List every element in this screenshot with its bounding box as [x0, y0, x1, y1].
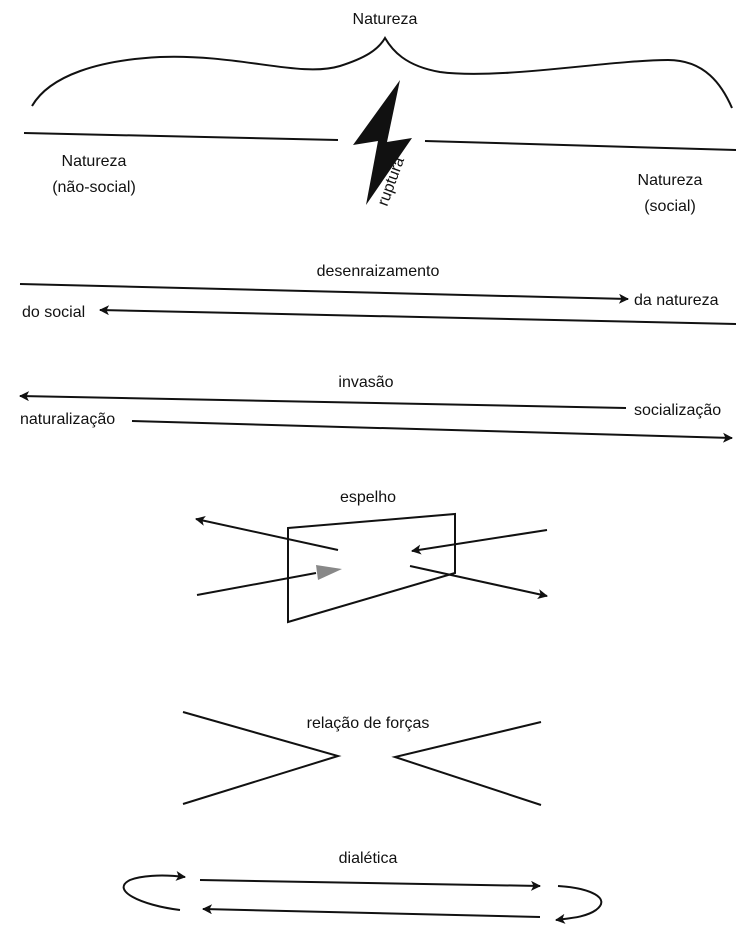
section-ruptura: Natureza ruptura Natureza (não-social) N…	[23, 11, 736, 215]
label-natureza-nao-social-2: (não-social)	[52, 179, 136, 196]
section-desenraizamento: desenraizamento do social da natureza	[19, 263, 736, 325]
section-espelho: espelho	[195, 489, 548, 624]
label-natureza-social-1: Natureza	[638, 172, 703, 189]
label-naturalizacao: naturalização	[20, 411, 115, 428]
label-natureza-social-2: (social)	[644, 198, 696, 215]
arrow-to-right-naturalizacao	[131, 420, 733, 443]
label-relacao-de-forcas: relação de forças	[307, 715, 430, 732]
label-invasao: invasão	[338, 374, 393, 391]
arrow-outgoing-right	[409, 565, 548, 599]
arrow-to-do-social	[99, 305, 736, 325]
dialectic-loop-right	[555, 885, 603, 924]
label-dialetica: dialética	[339, 850, 398, 867]
arrow-to-left-invasao	[19, 391, 627, 409]
label-natureza-top: Natureza	[353, 11, 418, 28]
baseline-right	[424, 140, 736, 151]
lightning-bolt-icon	[353, 80, 412, 205]
arrow-reflected-out-left	[195, 516, 339, 551]
section-dialetica: dialética	[122, 850, 603, 924]
arrow-incoming-right	[411, 529, 548, 555]
label-natureza-nao-social-1: Natureza	[62, 153, 127, 170]
dialectic-loop-left	[122, 870, 186, 911]
arrow-from-left	[196, 572, 317, 596]
dialectic-arrow-upper	[199, 879, 541, 891]
mirror-plane	[287, 512, 456, 624]
label-espelho: espelho	[340, 489, 396, 506]
baseline-left	[23, 132, 339, 141]
label-da-natureza: da natureza	[634, 292, 719, 309]
force-wedge-right	[391, 721, 542, 806]
label-socializacao: socialização	[634, 402, 721, 419]
natureza-brace	[31, 36, 733, 109]
label-desenraizamento: desenraizamento	[317, 263, 440, 280]
section-invasao: invasão socialização naturalização	[19, 374, 733, 443]
arrow-to-da-natureza	[19, 283, 629, 304]
force-wedge-left	[182, 711, 342, 805]
section-relacao-de-forcas: relação de forças	[182, 711, 542, 806]
label-do-social: do social	[22, 304, 85, 321]
dialectic-arrow-lower	[202, 904, 541, 918]
hatched-arrowhead	[316, 565, 342, 580]
